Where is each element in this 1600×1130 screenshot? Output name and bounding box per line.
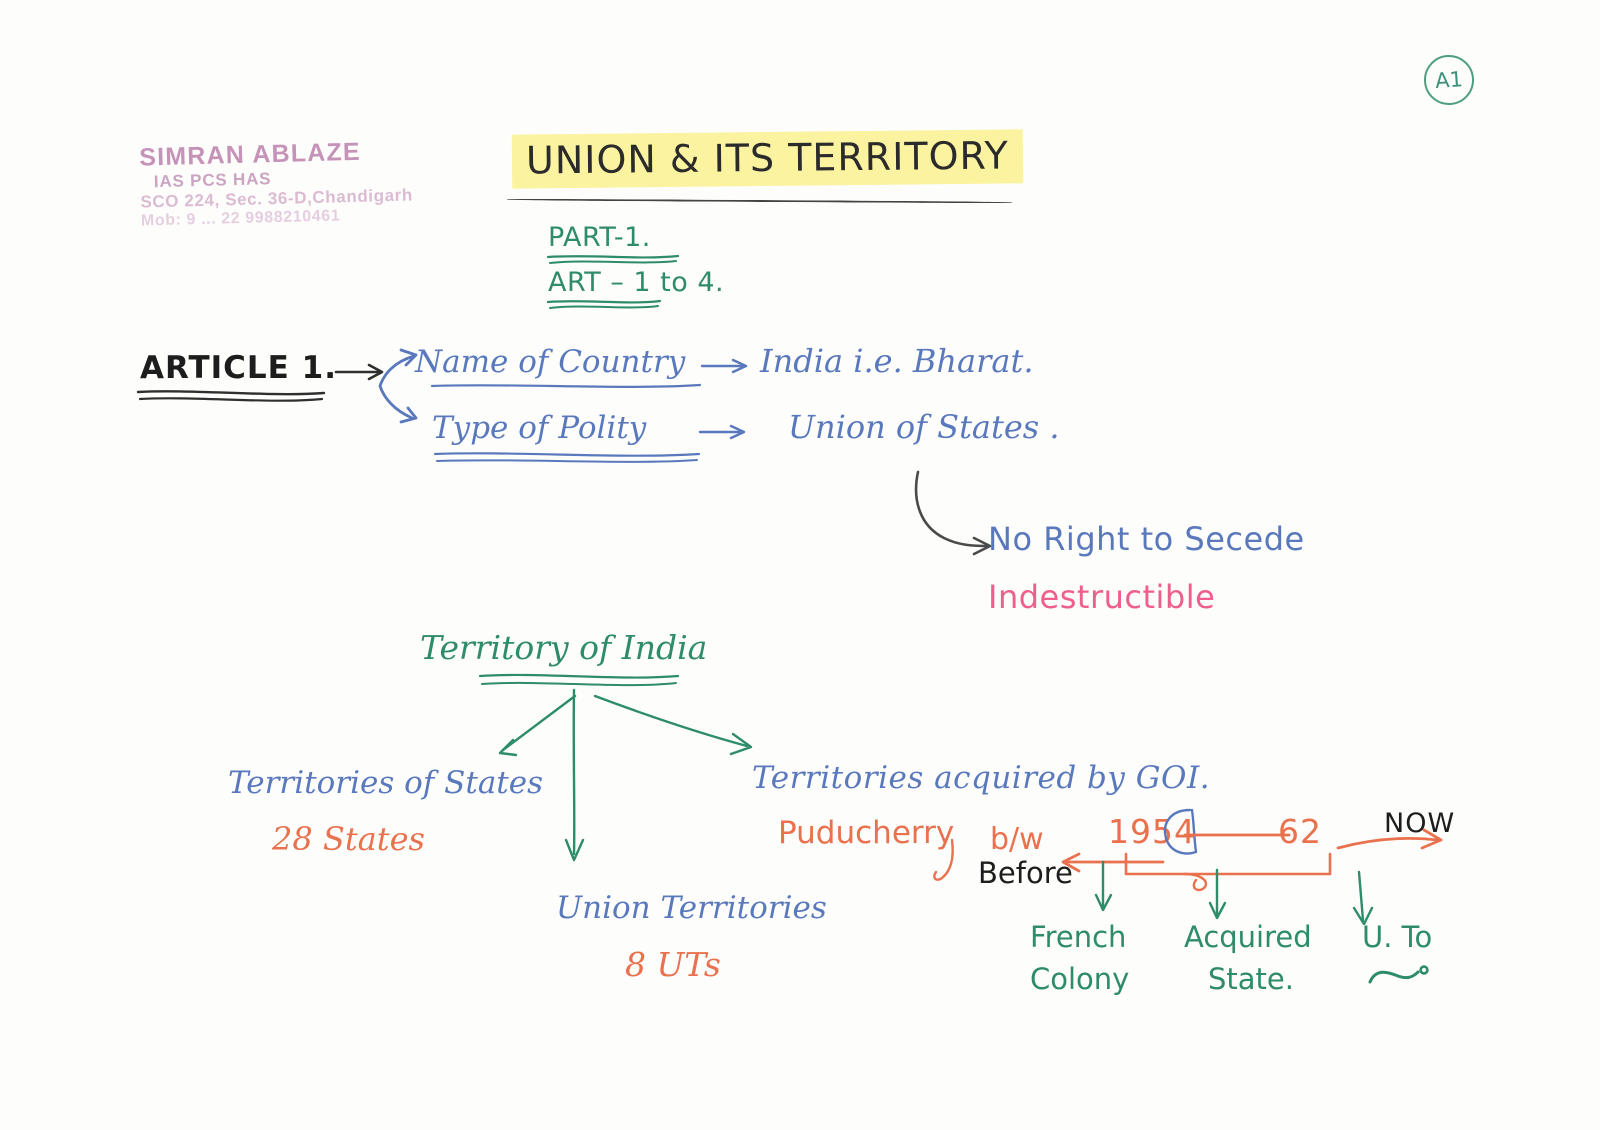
territory-branch-2-sub: Puducherry <box>778 815 955 851</box>
timeline-before-label: Before <box>978 856 1073 890</box>
page-number-badge: A1 <box>1422 53 1476 107</box>
stage-0-arrow-icon <box>1094 860 1113 912</box>
article-1-branch-0-label: Name of Country <box>415 344 686 380</box>
territory-heading: Territory of India <box>420 628 708 667</box>
branch-0-underline <box>430 383 702 388</box>
stage-0-subtitle: Colony <box>1030 962 1130 996</box>
page-title-block: UNION & ITS TERRITORY <box>506 129 1024 204</box>
territory-branch-0-sub: 28 States <box>272 820 425 858</box>
note-indestructible: Indestructible <box>988 578 1216 616</box>
article-1-underline <box>136 390 326 402</box>
part-label: PART-1. <box>548 222 651 253</box>
articles-label: ART – 1 to 4. <box>548 267 725 298</box>
branch-1-arrow-icon <box>698 424 746 440</box>
stage-2-title: U. To <box>1362 920 1433 954</box>
article-1-branch-1-label: Type of Polity <box>432 410 647 446</box>
timeline-bracket <box>1124 852 1332 892</box>
note-no-right-to-secede: No Right to Secede <box>988 520 1305 558</box>
timeline-start-year: 1954 <box>1108 812 1196 851</box>
article-1-branch-1-value: Union of States . <box>788 408 1060 446</box>
article-1-arrow-icon <box>334 363 384 381</box>
art-underline <box>546 299 662 309</box>
territory-branch-1-label: Union Territories <box>556 890 827 926</box>
branch-1-underline <box>433 452 701 463</box>
address-stamp: SIMRAN ABLAZE IAS PCS HAS SCO 224, Sec. … <box>139 136 414 230</box>
stage-1-title: Acquired <box>1184 920 1312 954</box>
stage-2-squiggle-icon <box>1368 965 1429 984</box>
territory-branch-arrows-icon <box>498 694 753 757</box>
timeline-between-label: b/w <box>990 822 1044 857</box>
timeline-end-year: 62 <box>1278 812 1322 851</box>
territory-down-arrow-icon <box>564 688 585 862</box>
part-underline <box>546 254 680 264</box>
territory-underline <box>478 673 680 687</box>
title-underline <box>506 198 1013 204</box>
page-title: UNION & ITS TERRITORY <box>511 129 1024 189</box>
stage-1-subtitle: State. <box>1208 962 1294 996</box>
branch-0-arrow-icon <box>700 358 748 374</box>
territory-branch-1-sub: 8 UTs <box>625 945 721 984</box>
article-1-heading: ARTICLE 1. <box>140 350 337 386</box>
article-1-branch-0-value: India i.e. Bharat. <box>760 342 1034 380</box>
stage-0-title: French <box>1030 920 1127 954</box>
timeline-now-label: NOW <box>1384 808 1456 839</box>
territory-branch-2-label: Territories acquired by GOI. <box>752 760 1211 796</box>
territory-branch-0-label: Territories of States <box>228 765 544 801</box>
